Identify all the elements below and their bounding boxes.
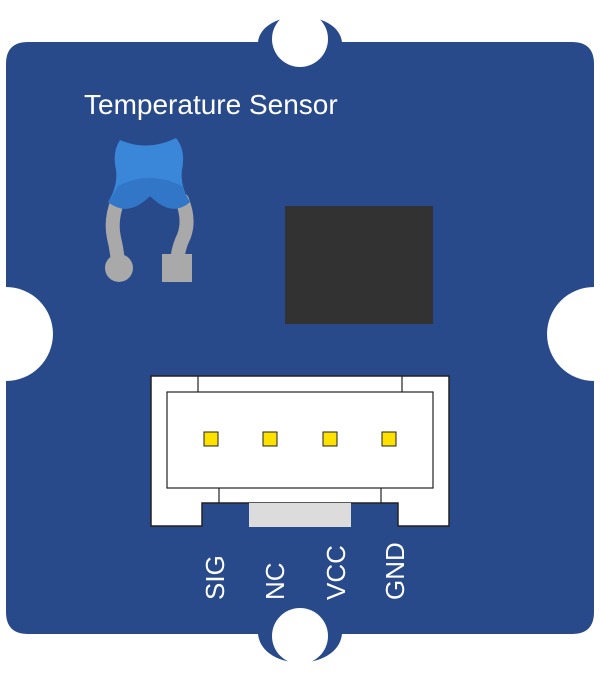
- pin-gnd: [381, 431, 397, 447]
- pin-label-vcc: VCC: [321, 545, 351, 600]
- pin-label-gnd: GND: [380, 542, 410, 600]
- ic-chip-icon: [285, 206, 433, 324]
- thermistor-icon: [105, 138, 194, 282]
- mounting-hole-bottom-icon: [272, 608, 328, 664]
- pin-vcc: [322, 431, 338, 447]
- pin-label-nc: NC: [260, 562, 290, 600]
- grove-connector: [150, 375, 450, 527]
- board-title: Temperature Sensor: [84, 89, 338, 120]
- mounting-hole-top-icon: [272, 11, 328, 67]
- pin-sig: [203, 431, 219, 447]
- thermistor-pad-left: [105, 254, 133, 282]
- pin-nc: [262, 431, 278, 447]
- thermistor-pad-right: [162, 254, 192, 282]
- thermistor-lead-right: [170, 193, 194, 269]
- thermistor-highlight: [108, 178, 190, 209]
- pin-label-sig: SIG: [200, 555, 230, 600]
- connector-latch: [249, 503, 351, 527]
